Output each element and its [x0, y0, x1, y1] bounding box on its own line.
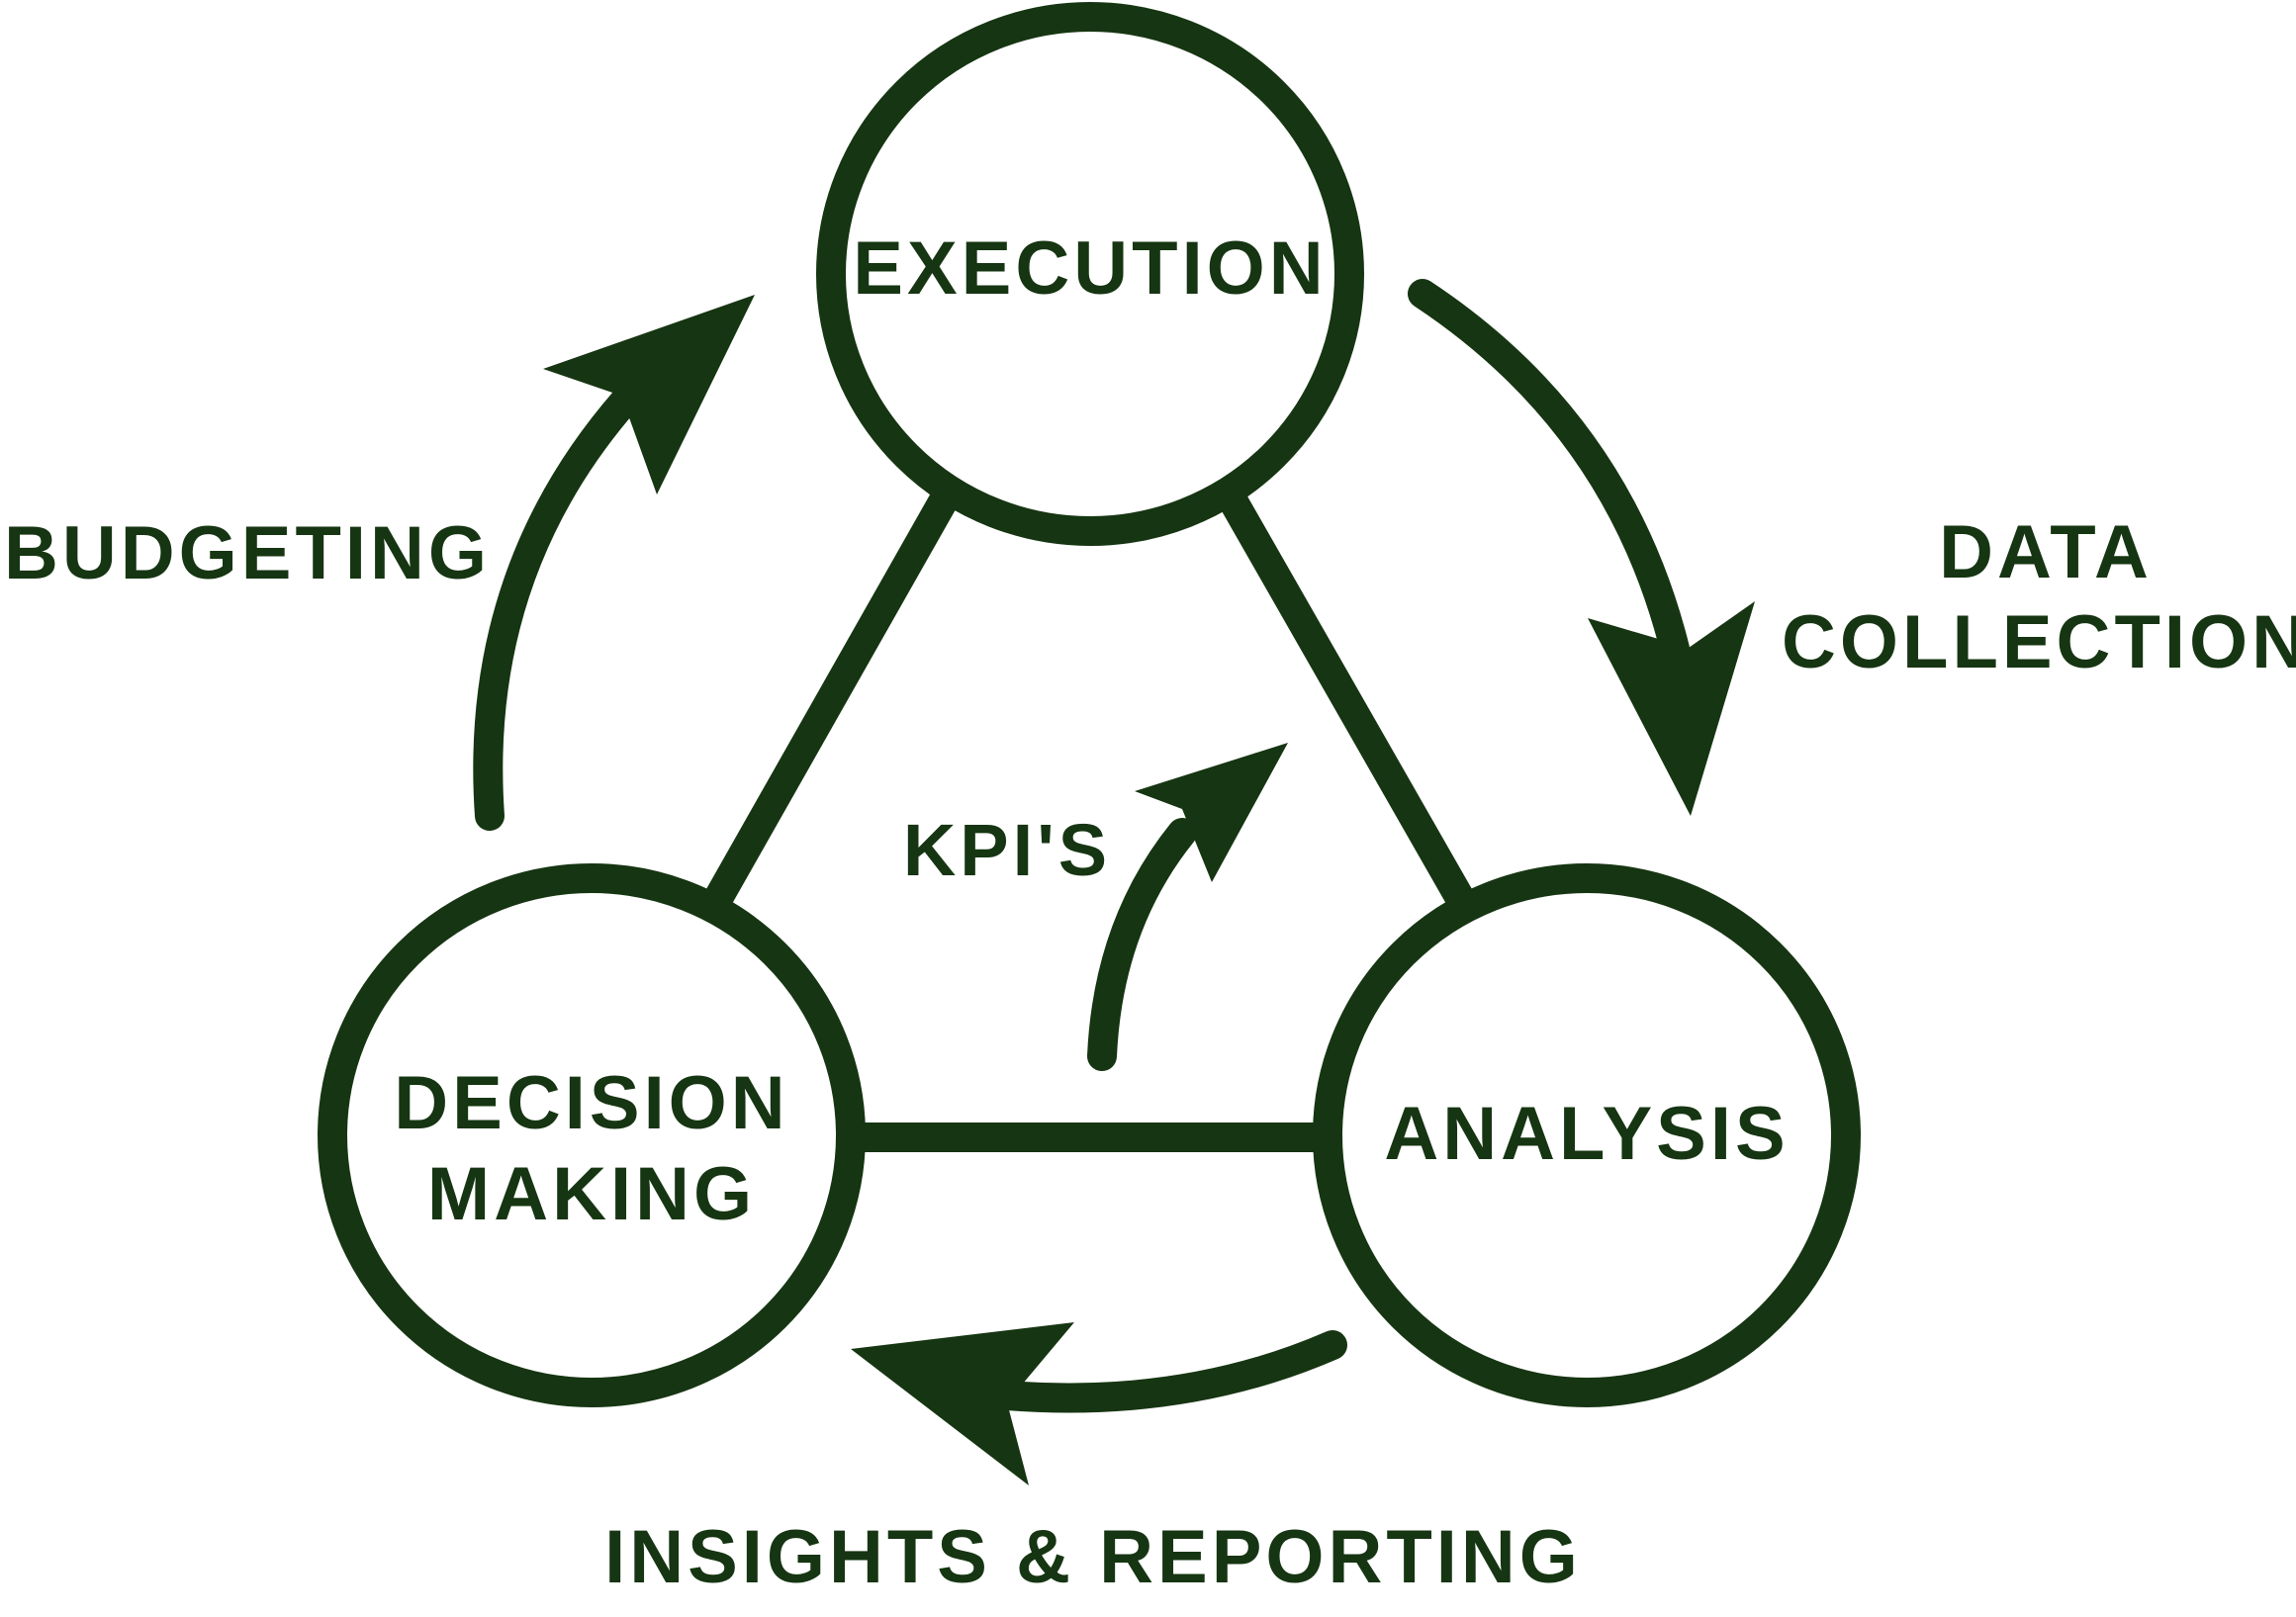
insights-arrow-head [851, 1322, 1074, 1485]
insights-arrow-shaft [992, 1330, 1347, 1413]
data-collection-arrow-shaft [1408, 279, 1690, 664]
budgeting-arrow-head [543, 295, 755, 494]
node-circles [318, 2, 1861, 1407]
decision-making-circle [318, 863, 866, 1407]
kpis-arrow-shaft [1087, 818, 1197, 1071]
connector-execution-decision [703, 470, 970, 908]
budgeting-arrow-shaft [473, 386, 640, 831]
analysis-label: ANALYSIS [1384, 1092, 1789, 1176]
execution-circle [816, 2, 1364, 546]
budgeting-label: BUDGETING [4, 511, 491, 595]
insights-reporting-label: INSIGHTS & REPORTING [604, 1515, 1582, 1599]
data-collection-label-line1: DATA [1939, 510, 2153, 594]
data-collection-arrow-head [1588, 601, 1755, 816]
analysis-circle [1313, 863, 1861, 1407]
cycle-arrows [473, 279, 1755, 1485]
execution-label: EXECUTION [853, 226, 1327, 311]
decision-making-label-line1: DECISION [394, 1061, 788, 1145]
data-collection-label-line2: COLLECTION [1782, 600, 2296, 684]
kpis-label: KPI'S [903, 809, 1111, 891]
connector-lines [703, 470, 1475, 1152]
edge-labels: BUDGETING DATA COLLECTION KPI'S INSIGHTS… [4, 510, 2296, 1599]
connector-execution-analysis [1206, 470, 1475, 908]
decision-making-label-line2: MAKING [427, 1152, 756, 1236]
node-labels: EXECUTION DECISION MAKING ANALYSIS [394, 226, 1789, 1236]
kpis-arrow-head [1135, 743, 1288, 882]
